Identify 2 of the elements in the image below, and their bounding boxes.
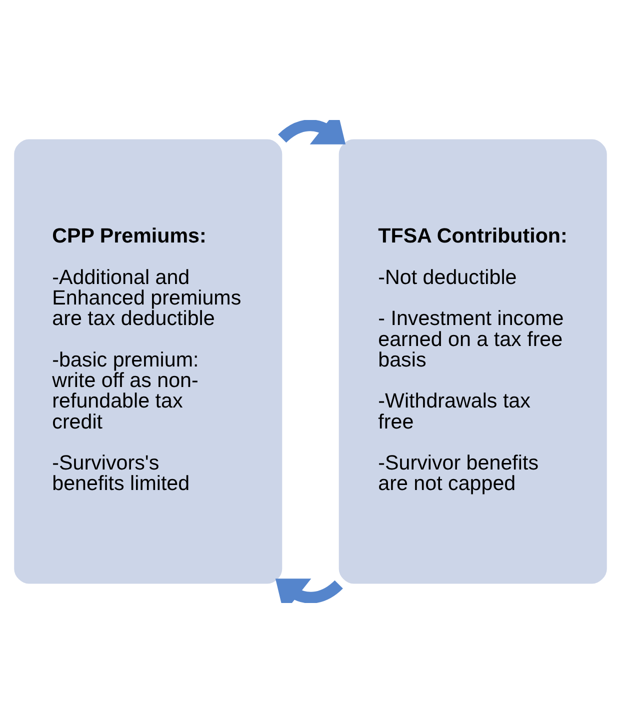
node-box: TFSA Contribution: -Not deductible - Investment income earned on a tax free basis -Withdrawals tax free -Survivor benefits are not capped xyxy=(338,138,608,586)
node-box: CPP Premiums: -Additional and Enhanced premiums are tax deductible -basic premium: write off as non-refundable tax credit -Survivors's benefits limited xyxy=(12,138,284,586)
